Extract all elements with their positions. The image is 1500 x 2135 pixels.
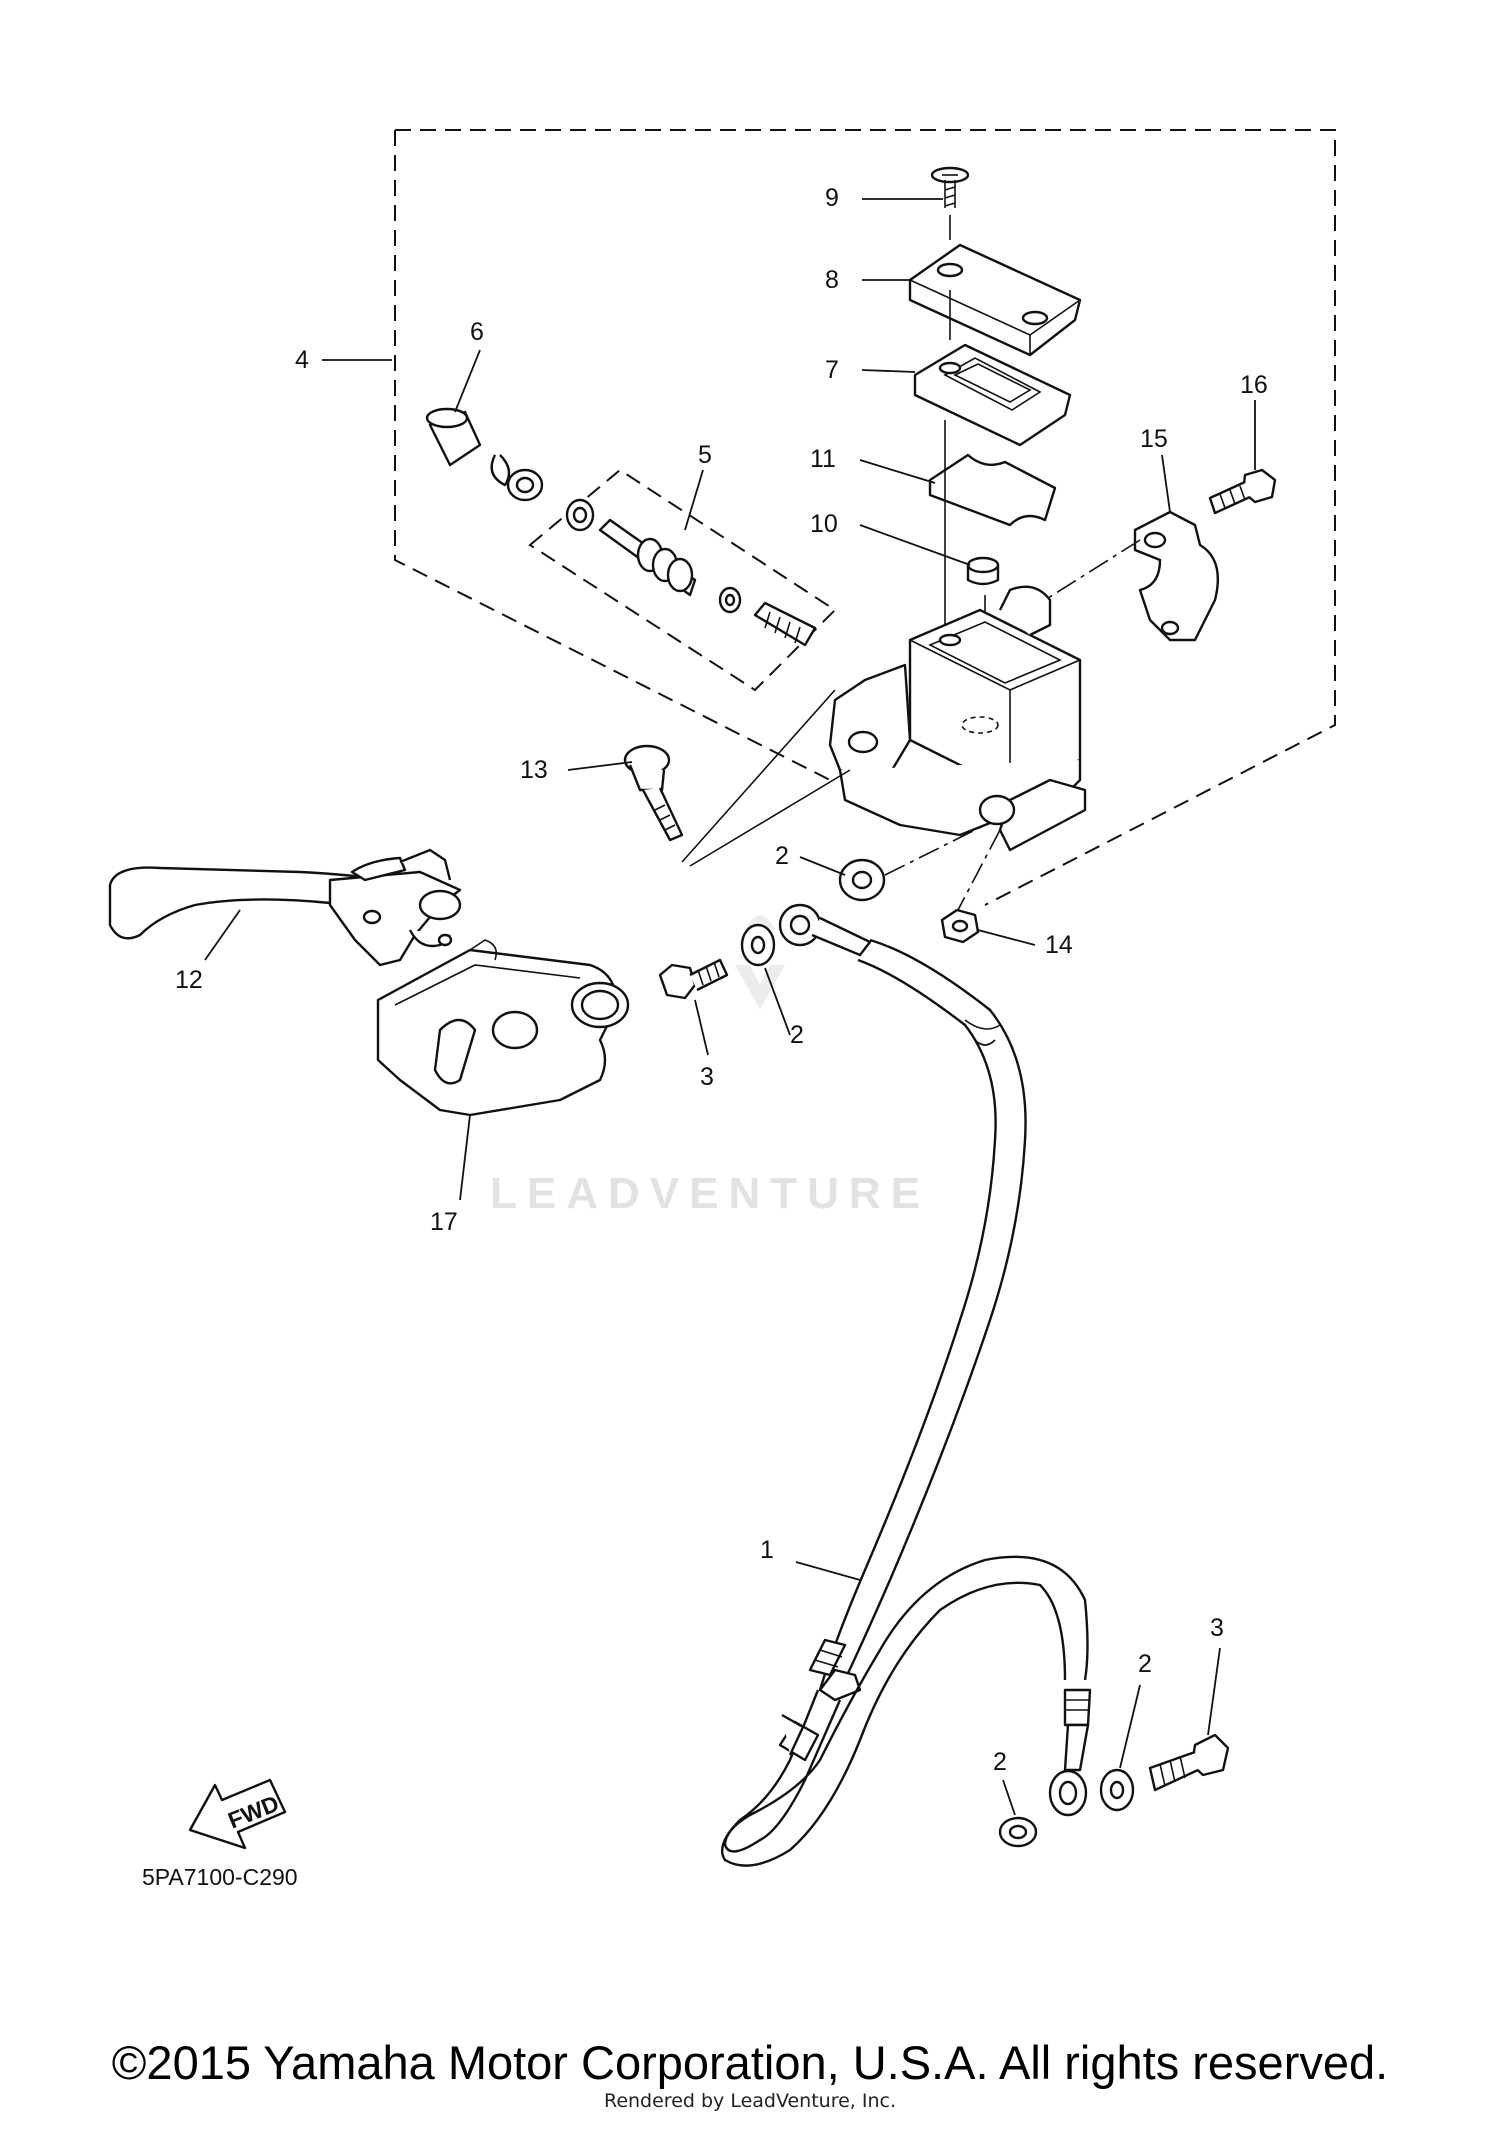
callout-3-lower: 3 [1210, 1614, 1224, 1642]
callout-16: 16 [1240, 371, 1268, 399]
callout-13: 13 [520, 756, 548, 784]
holder-clamp-part-15 [1133, 510, 1219, 642]
callout-3-upper: 3 [700, 1063, 714, 1091]
callout-15: 15 [1140, 425, 1168, 453]
callout-11: 11 [810, 445, 836, 473]
alignment-line [681, 689, 851, 867]
callout-10: 10 [810, 510, 838, 538]
master-cylinder-body [828, 585, 1087, 852]
copper-washer-part-2-b [740, 923, 776, 967]
banjo-bolt-part-3-upper [658, 958, 729, 1000]
reservoir-cap-part-8 [908, 243, 1082, 357]
callout-2-lower-left: 2 [993, 1748, 1007, 1776]
callout-6: 6 [470, 318, 484, 346]
diagram-code: 5PA7100-C290 [142, 1864, 298, 1890]
callout-2-upper-left: 2 [790, 1021, 804, 1049]
leadventure-watermark: LEADVENTURE [490, 915, 930, 1218]
callout-12: 12 [175, 966, 203, 994]
callout-14: 14 [1045, 931, 1073, 959]
copper-washer-part-2-c [998, 1816, 1038, 1848]
copper-washer-part-2-d [1099, 1768, 1135, 1812]
callout-9: 9 [825, 184, 839, 212]
brake-lever-part-12 [108, 848, 462, 967]
lever-cover-part-17 [376, 939, 630, 1117]
callout-8: 8 [825, 266, 839, 294]
alignment-line [884, 824, 986, 876]
nut-part-14 [940, 908, 980, 944]
float-part-10 [966, 556, 1000, 586]
rendered-by-credit: Rendered by LeadVenture, Inc. [603, 2090, 897, 2112]
callout-labels: 9 8 7 11 10 4 6 5 16 15 13 2 14 12 17 3 … [175, 184, 1268, 1776]
alignment-line [944, 215, 951, 640]
piston-kit-boundary [528, 468, 837, 692]
watermark-text: LEADVENTURE [490, 1169, 930, 1218]
circlip [490, 454, 511, 487]
seal-washer [506, 468, 544, 502]
callout-1: 1 [760, 1536, 774, 1564]
brake-hose-part-1 [720, 903, 1092, 1867]
alignment-line [1044, 539, 1141, 601]
alignment-line [957, 829, 1001, 911]
callout-4: 4 [295, 346, 309, 374]
pivot-bolt-part-13 [623, 744, 684, 842]
forward-direction-arrow: FWD [188, 1778, 287, 1850]
callout-7: 7 [825, 356, 839, 384]
callout-5: 5 [698, 441, 712, 469]
screw-part-9 [930, 166, 970, 208]
diaphragm-holder-part-7 [913, 343, 1072, 447]
leader-lines [204, 198, 1256, 1816]
boot-part-6 [425, 407, 482, 467]
callout-2-lower-right: 2 [1138, 1650, 1152, 1678]
piston-kit-part-5 [565, 498, 817, 647]
banjo-bolt-part-3-lower [1148, 1733, 1230, 1792]
copyright-notice: ©2015 Yamaha Motor Corporation, U.S.A. A… [111, 2036, 1389, 2089]
clamp-bolt-part-16 [1208, 468, 1277, 515]
diaphragm-part-11 [928, 453, 1057, 527]
master-cylinder-assembly-boundary [394, 129, 1336, 906]
callout-2-upper-right: 2 [775, 842, 789, 870]
callout-17: 17 [430, 1208, 458, 1236]
copper-washer-part-2-a [838, 858, 886, 902]
